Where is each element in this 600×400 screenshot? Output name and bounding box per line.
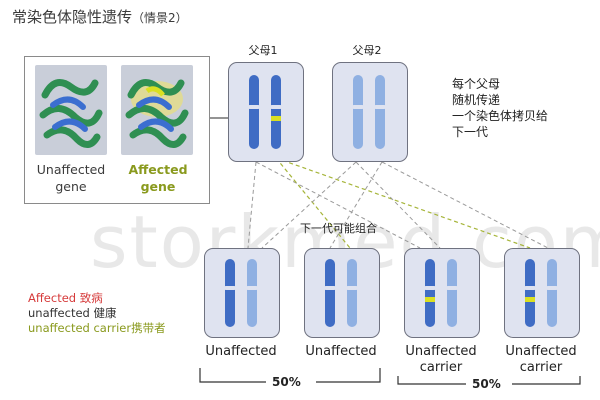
chromosome-mutated (524, 259, 536, 327)
unaffected-protein-image (35, 65, 107, 155)
mutation-mark (525, 297, 535, 302)
inheritance-note: 每个父母 随机传递 一个染色体拷贝给 下一代 (452, 76, 548, 140)
child-label-2: Unaffected (305, 344, 377, 359)
chromosome (224, 259, 236, 327)
chromosome (546, 259, 558, 327)
note-line: 随机传递 (452, 93, 501, 107)
chromosome (324, 259, 336, 327)
note-line: 每个父母 (452, 77, 501, 91)
gene-inset: Unaffected gene Affected gene (24, 56, 210, 204)
parent1-label: 父母1 (248, 44, 278, 57)
child-box-2 (304, 248, 380, 338)
child-box-1 (204, 248, 280, 338)
child-label-3: Unaffected carrier (405, 344, 477, 375)
parent2-label: 父母2 (352, 44, 382, 57)
combination-label: 下一代可能组合 (300, 222, 377, 235)
affected-gene-label: Affected gene (128, 162, 188, 194)
note-line: 一个染色体拷贝给 (452, 109, 549, 123)
protein-icon (125, 79, 189, 148)
child-label-4: Unaffected carrier (505, 344, 577, 375)
legend-carrier: unaffected carrier携带者 (28, 321, 166, 335)
chromosome (446, 259, 458, 327)
mutation-mark (271, 116, 281, 121)
legend-unaffected: unaffected 健康 (28, 306, 117, 320)
child-box-3 (404, 248, 480, 338)
unaffected-gene-label: Unaffected gene (36, 162, 106, 194)
chromosome-mutated (270, 75, 282, 149)
affected-protein-image (121, 65, 193, 155)
child-label-1: Unaffected (205, 344, 277, 359)
parent2-box (332, 62, 408, 162)
chromosome (246, 259, 258, 327)
title-main: 常染色体隐性遗传 (12, 8, 133, 26)
chromosome-mutated (424, 259, 436, 327)
mutation-mark (425, 297, 435, 302)
legend-affected: Affected 致病 (28, 291, 103, 305)
percent-carrier: 50% (472, 377, 501, 391)
chromosome (352, 75, 364, 149)
chromosome (374, 75, 386, 149)
chromosome (248, 75, 260, 149)
page-title: 常染色体隐性遗传（情景2） (12, 6, 188, 27)
bracket-right (397, 376, 581, 385)
bracket-left (199, 368, 381, 383)
protein-icon (39, 79, 103, 148)
percent-unaffected: 50% (272, 375, 301, 389)
title-sub: （情景2） (132, 11, 188, 25)
chromosome (346, 259, 358, 327)
note-line: 下一代 (452, 125, 489, 139)
child-box-4 (504, 248, 580, 338)
parent1-box (228, 62, 304, 162)
